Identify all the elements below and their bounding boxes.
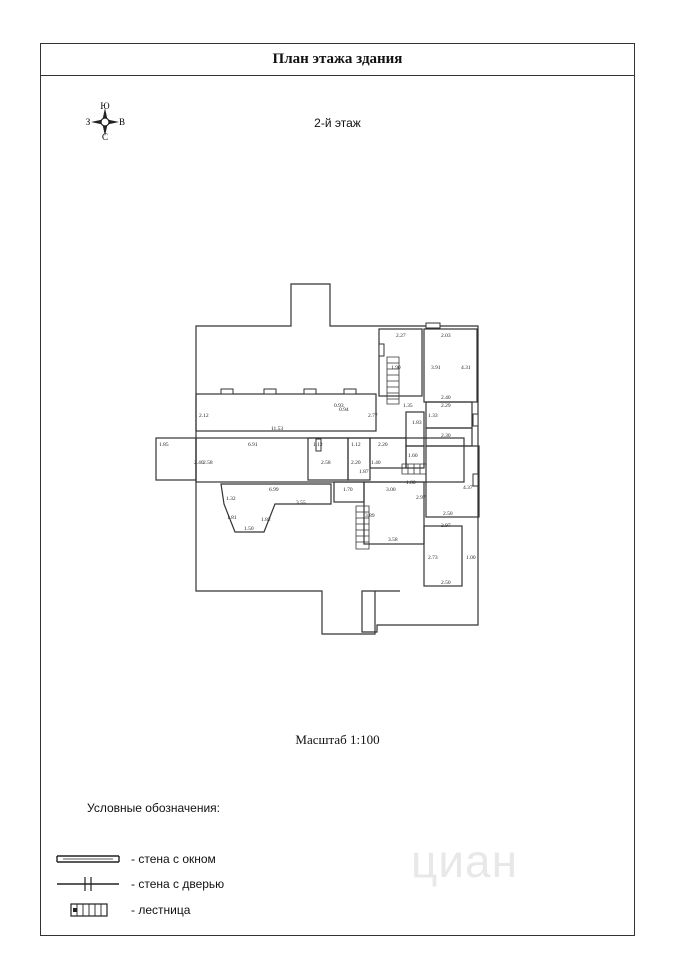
dim-label: 3.00 [386,487,396,493]
dim-label: 2.40 [441,395,451,401]
room-1-85 [155,437,197,481]
corridor-upper [195,393,377,432]
site-outline [195,283,479,635]
dim-label: 2.77 [368,413,378,419]
dim-label: 1.50 [244,526,254,532]
scale-label: Масштаб 1:100 [295,732,380,747]
room-1-70 [333,481,365,503]
dim-label: 1.83 [412,420,422,426]
dim-label: 1.90 [391,365,401,371]
dim-label: 2.27 [396,333,406,339]
stairs-icon [355,356,427,550]
floor-label: 2-й этаж [314,116,361,130]
dim-label: 11.53 [271,426,283,432]
dim-label: 3.89 [365,513,375,519]
room-2-27 [378,328,423,397]
legend-item-stairs: - лестница [55,900,190,920]
dim-label: 2.20 [351,460,361,466]
dim-label: 1.81 [227,515,237,521]
dim-label: 2.03 [441,333,451,339]
dim-label: 1.87 [359,469,369,475]
dim-label: 2.30 [441,433,451,439]
floor-plan: 2.27 2.03 1.90 3.91 4.31 2.40 2.29 0.94 … [155,283,480,635]
room-2-20 [369,437,407,469]
compass-w: З [86,117,91,127]
watermark: циан [411,835,519,887]
legend-label: - лестница [131,903,191,917]
room-1-83 [405,411,425,447]
room-3-00 [363,481,425,545]
legend-title: Условные обозначения: [87,801,220,815]
dim-label: 6.99 [269,487,279,493]
legend-label: - стена с дверью [131,877,225,891]
dim-label: 2.50 [441,580,451,586]
dim-label: 4.31 [461,365,471,371]
dim-label: 2.97 [441,523,451,529]
dim-label: 2.29 [441,403,451,409]
dim-label: 1.60 [408,453,418,459]
dim-label: 2.40 [194,460,204,466]
dim-label: 1.40 [371,460,381,466]
dim-label: 1.33 [428,413,438,419]
dim-label: 2.50 [443,511,453,517]
compass-n: С [102,132,108,142]
legend-item-window-wall: - стена с окном [55,849,216,869]
dim-label: 1.12 [351,442,361,448]
stairs-legend-icon [70,903,108,917]
dim-label: 1.00 [466,555,476,561]
dim-label: 3.55 [296,500,306,506]
dim-label: 1.12 [313,442,323,448]
hall-6-99 [220,483,332,533]
room-2-97 [423,525,463,587]
dim-label: 0.94 [339,407,349,413]
wall-door-icon [57,877,119,891]
dim-label: 1.70 [343,487,353,493]
compass-e: В [119,117,125,127]
dim-label: 3.58 [388,537,398,543]
dim-label: 1.80 [406,480,416,486]
dim-label: 2.58 [203,460,213,466]
dim-label: 1.82 [261,517,271,523]
dim-label: 6.91 [248,442,258,448]
dim-label: 2.20 [378,442,388,448]
compass-rose-icon: С Ю В З [86,102,125,142]
dim-label: 1.35 [403,403,413,409]
dim-label: 2.97 [416,495,426,501]
wall-window-icon [56,855,120,863]
dim-label: 2.58 [321,460,331,466]
legend-label: - стена с окном [131,852,216,866]
room-4-37 [425,445,480,518]
drawing-frame: План этажа здания С Ю В З 2-й этаж [40,43,635,936]
dim-label: 1.32 [226,496,236,502]
compass-s: Ю [100,102,109,111]
dim-label: 1.85 [159,442,169,448]
legend-item-door-wall: - стена с дверью [55,874,224,894]
dim-label: 3.91 [431,365,441,371]
dim-label: 2.73 [428,555,438,561]
drawing-title: План этажа здания [41,44,634,76]
dim-label: 2.12 [199,413,209,419]
dim-label: 4.37 [463,485,473,491]
dim-label: 0.93 [334,403,344,409]
windows [220,322,479,487]
